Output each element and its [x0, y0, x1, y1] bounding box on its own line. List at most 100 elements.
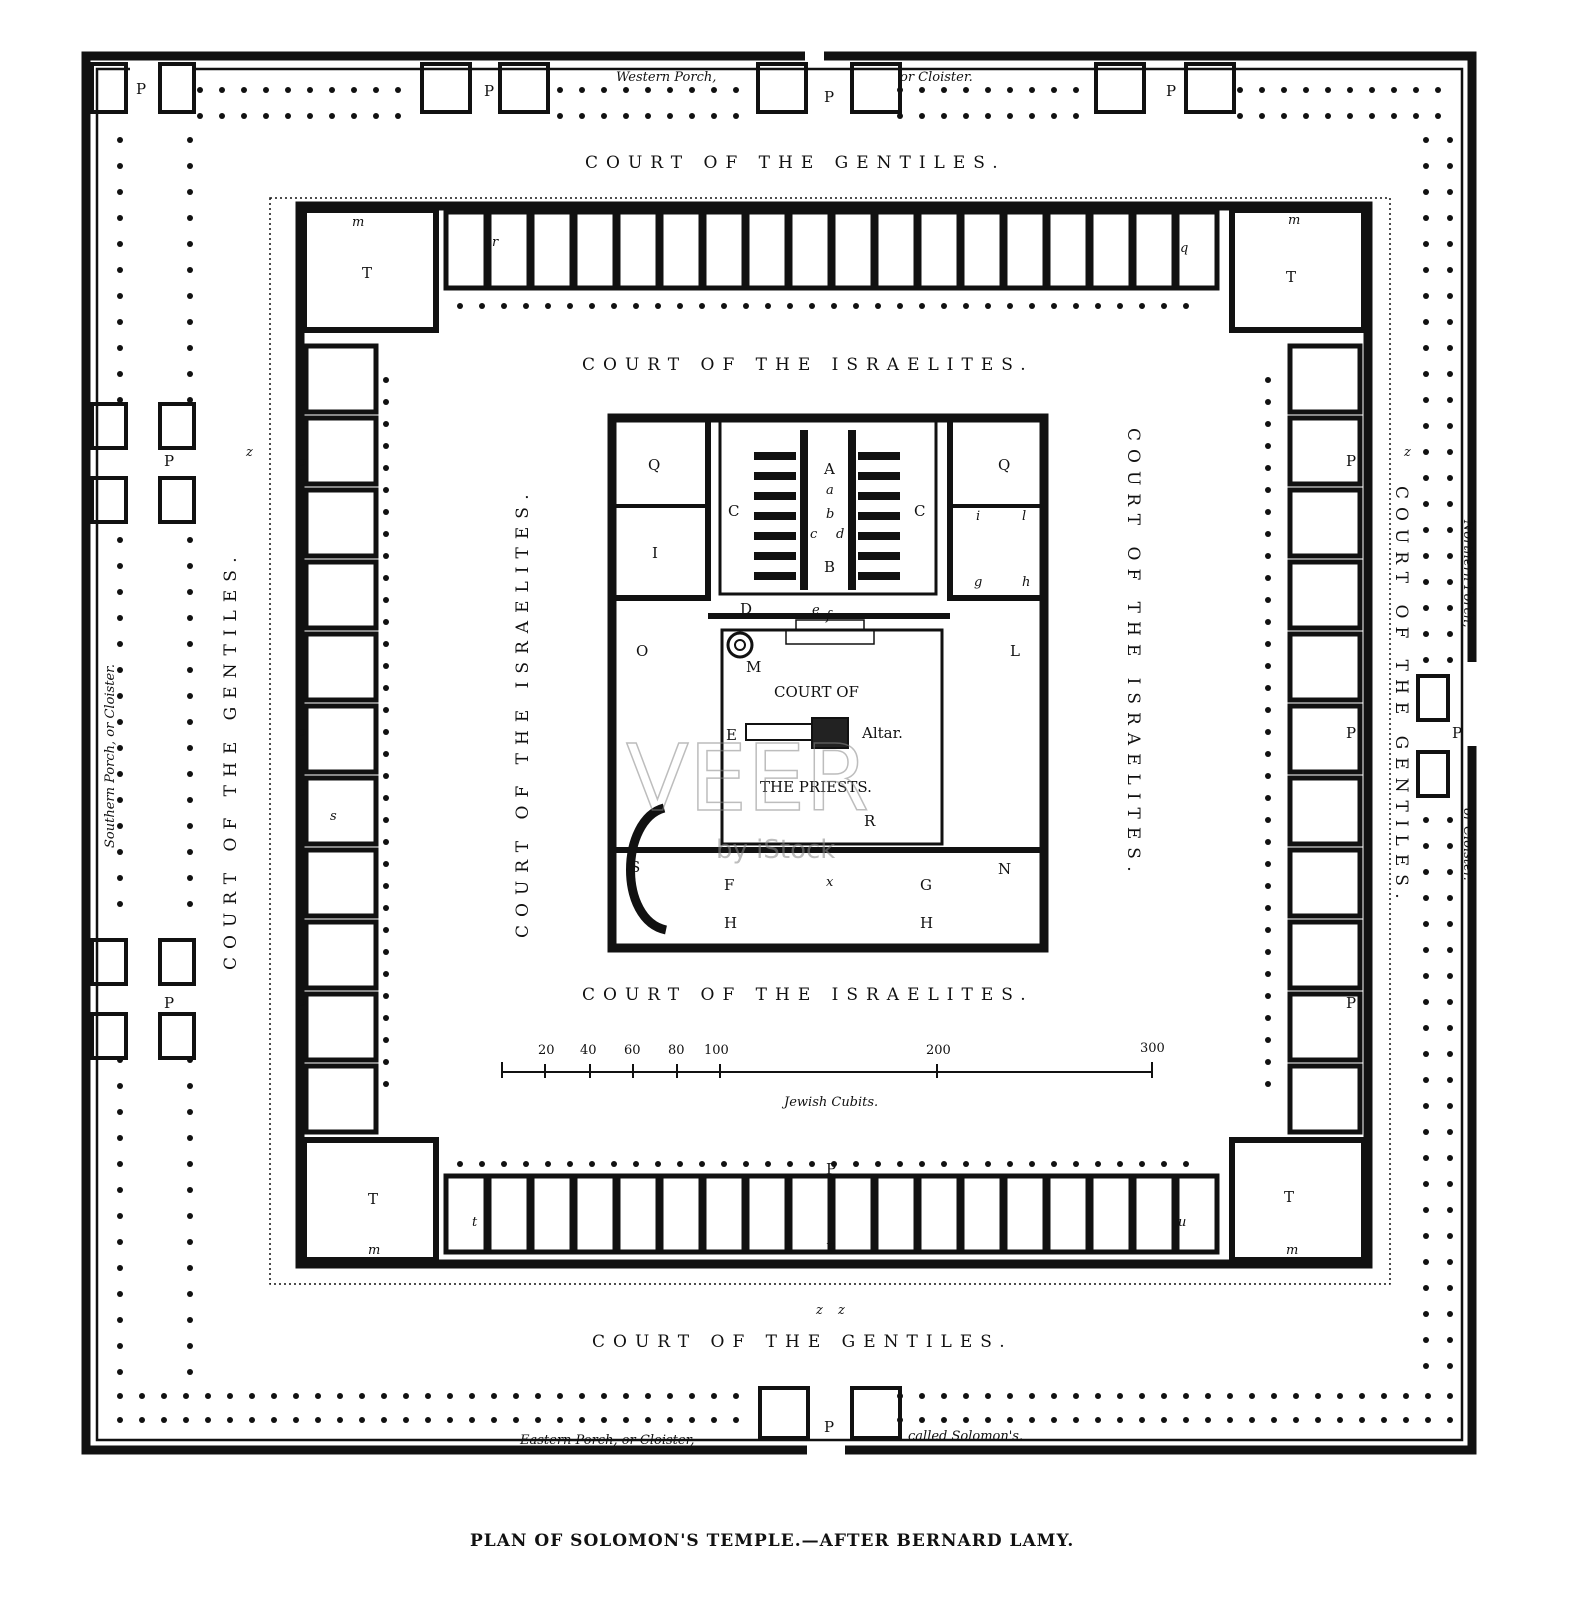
column-dot — [117, 1417, 123, 1423]
column-dot — [383, 399, 389, 405]
column-dot — [117, 615, 123, 621]
column-dot — [1423, 631, 1429, 637]
column-dot — [765, 303, 771, 309]
chamber — [1174, 1173, 1220, 1255]
column-dot — [1205, 1417, 1211, 1423]
column-dot — [1423, 501, 1429, 507]
column-dot — [117, 667, 123, 673]
column-dot — [1447, 527, 1453, 533]
column-dot — [187, 241, 193, 247]
chamber — [486, 209, 532, 291]
column-dot — [1423, 1025, 1429, 1031]
column-dot — [667, 113, 673, 119]
chamber — [1287, 847, 1363, 919]
column-dot — [1423, 605, 1429, 611]
column-dot — [1265, 707, 1271, 713]
priest-steps — [785, 619, 875, 645]
rib — [754, 492, 796, 500]
column-dot — [513, 1417, 519, 1423]
column-dot — [1029, 1417, 1035, 1423]
column-dot — [1051, 113, 1057, 119]
column-dot — [941, 1417, 947, 1423]
column-dot — [1423, 1259, 1429, 1265]
column-dot — [1303, 87, 1309, 93]
column-dot — [875, 1161, 881, 1167]
column-dot — [623, 87, 629, 93]
chamber — [830, 209, 876, 291]
column-dot — [1447, 449, 1453, 455]
column-dot — [187, 745, 193, 751]
column-dot — [315, 1417, 321, 1423]
column-dot — [117, 137, 123, 143]
column-dot — [383, 773, 389, 779]
column-dot — [941, 1161, 947, 1167]
chamber — [1174, 209, 1220, 291]
chamber — [1088, 209, 1134, 291]
column-dot — [383, 597, 389, 603]
column-dot — [589, 1161, 595, 1167]
column-dot — [383, 641, 389, 647]
column-dot — [1447, 1207, 1453, 1213]
column-dot — [383, 421, 389, 427]
column-dot — [689, 1417, 695, 1423]
chamber — [303, 631, 379, 703]
column-dot — [1265, 663, 1271, 669]
column-dot — [383, 883, 389, 889]
column-dot — [1271, 1393, 1277, 1399]
column-dot — [1265, 795, 1271, 801]
column-dot — [227, 1393, 233, 1399]
column-dot — [1447, 1393, 1453, 1399]
column-dot — [329, 87, 335, 93]
column-dot — [645, 1393, 651, 1399]
column-dot — [1265, 531, 1271, 537]
chamber — [303, 1063, 379, 1135]
chamber — [1045, 209, 1091, 291]
column-dot — [183, 1393, 189, 1399]
column-dot — [1413, 113, 1419, 119]
column-dot — [919, 1393, 925, 1399]
porch-room — [158, 1012, 196, 1060]
column-dot — [1423, 1155, 1429, 1161]
scale-tick-60: 60 — [624, 1043, 641, 1058]
column-dot — [1447, 501, 1453, 507]
column-dot — [535, 1417, 541, 1423]
column-dot — [307, 87, 313, 93]
column-dot — [1293, 1417, 1299, 1423]
column-dot — [557, 1417, 563, 1423]
column-dot — [1423, 397, 1429, 403]
key-Q-left: Q — [648, 456, 660, 474]
key-q: q — [1180, 241, 1188, 256]
chamber — [744, 209, 790, 291]
column-dot — [721, 303, 727, 309]
chamber — [1131, 1173, 1177, 1255]
column-dot — [611, 1161, 617, 1167]
column-dot — [699, 303, 705, 309]
column-dot — [1423, 817, 1429, 823]
chamber — [873, 209, 919, 291]
column-dot — [187, 797, 193, 803]
key-c: c — [810, 527, 818, 542]
column-dot — [117, 719, 123, 725]
column-dot — [655, 303, 661, 309]
column-dot — [623, 1393, 629, 1399]
column-dot — [383, 1015, 389, 1021]
column-dot — [117, 215, 123, 221]
column-dot — [1265, 399, 1271, 405]
column-dot — [1265, 619, 1271, 625]
column-dot — [1423, 843, 1429, 849]
key-e: e — [812, 603, 820, 618]
chamber — [303, 415, 379, 487]
column-dot — [1447, 947, 1453, 953]
court-israelites-top: COURT OF THE ISRAELITES. — [582, 355, 1034, 375]
column-dot — [1423, 921, 1429, 927]
column-dot — [941, 1393, 947, 1399]
column-dot — [557, 1393, 563, 1399]
chamber — [701, 1173, 747, 1255]
key-T-br: T — [1284, 1188, 1294, 1206]
column-dot — [373, 87, 379, 93]
key-H-right: H — [920, 914, 933, 932]
key-N: N — [998, 860, 1011, 878]
chamber — [1002, 209, 1048, 291]
column-dot — [187, 1135, 193, 1141]
column-dot — [1095, 1161, 1101, 1167]
